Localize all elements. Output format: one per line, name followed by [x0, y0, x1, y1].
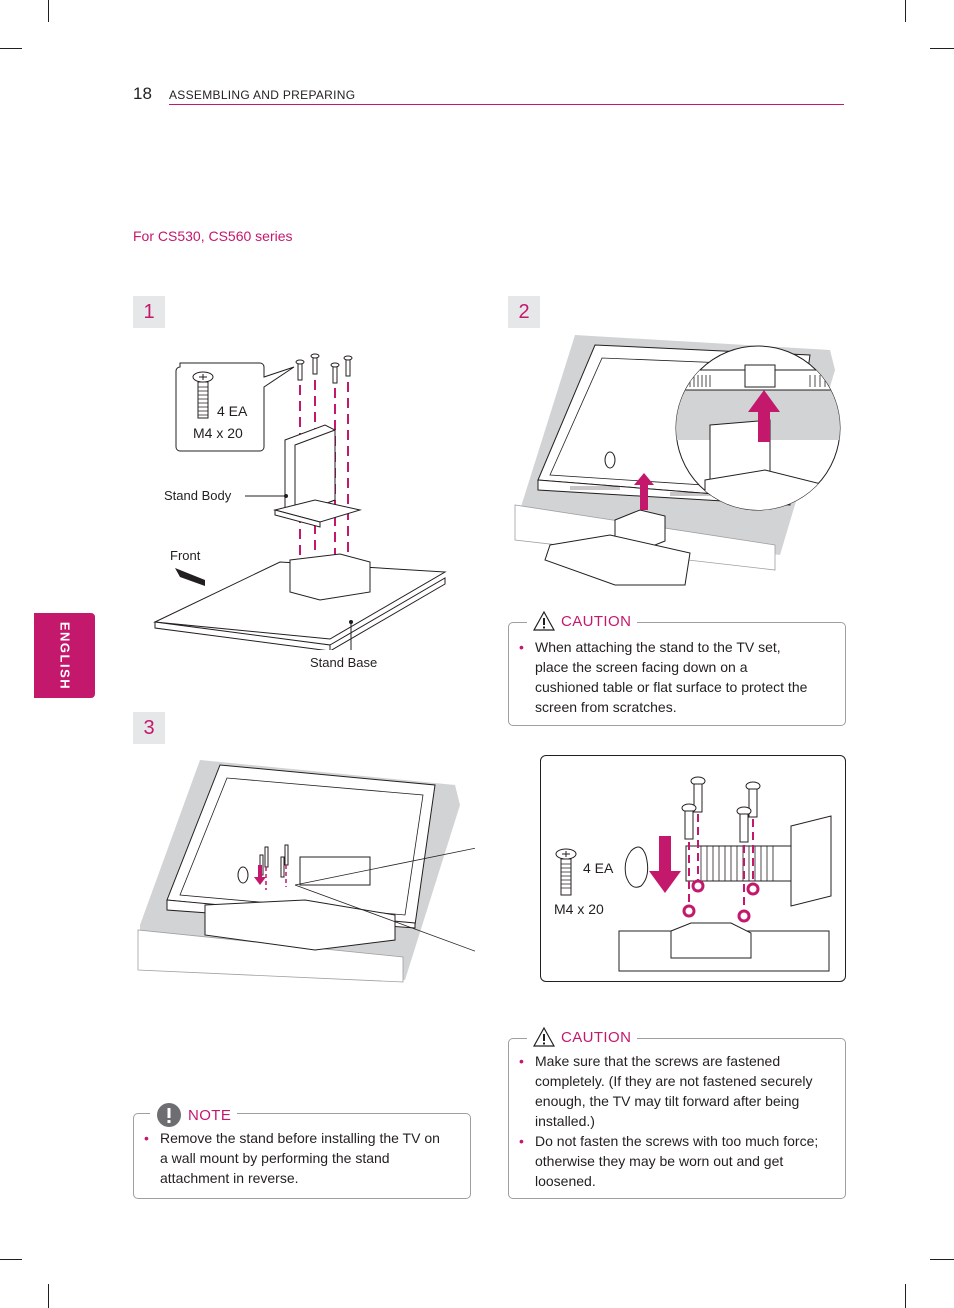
section-title: ASSEMBLING AND PREPARING — [169, 88, 356, 102]
step1-screw-qty: 4 EA — [217, 403, 248, 419]
step3-tv-screws-illustration — [137, 760, 475, 983]
caution-header: CAUTION — [527, 1027, 638, 1047]
step-number-3: 3 — [133, 712, 165, 744]
step3-screw-qty: 4 EA — [583, 860, 614, 876]
step-number-2: 2 — [508, 296, 540, 328]
stand-base-label: Stand Base — [310, 655, 378, 670]
language-tab: ENGLISH — [34, 613, 95, 698]
crop-mark — [905, 1284, 906, 1308]
step1-stand-illustration — [153, 353, 447, 650]
step3-zoom-detail — [540, 755, 846, 982]
caution-item: When attaching the stand to the TV set, … — [519, 637, 809, 717]
crop-mark — [48, 0, 49, 22]
page-number: 18 — [133, 84, 152, 103]
caution-box-2: CAUTION Make sure that the screws are fa… — [508, 1027, 846, 1199]
note-header: NOTE — [150, 1102, 238, 1128]
language-label: ENGLISH — [57, 621, 72, 690]
header-rule — [169, 104, 844, 105]
caution-title: CAUTION — [561, 612, 632, 630]
screw-icon — [555, 848, 577, 896]
caution-item: Do not fasten the screws with too much f… — [519, 1131, 819, 1191]
step-number-1: 1 — [133, 296, 165, 328]
warning-triangle-icon — [533, 1027, 555, 1047]
front-label: Front — [170, 548, 201, 563]
crop-mark — [930, 1259, 954, 1260]
crop-mark — [905, 0, 906, 22]
crop-mark — [930, 48, 954, 49]
caution-title: CAUTION — [561, 1028, 632, 1046]
caution-item: Make sure that the screws are fastened c… — [519, 1051, 819, 1131]
exclamation-circle-icon — [157, 1103, 181, 1127]
series-note: For CS530, CS560 series — [133, 228, 293, 244]
crop-mark — [0, 48, 22, 49]
warning-triangle-icon — [533, 611, 555, 631]
note-title: NOTE — [188, 1106, 232, 1124]
step3-screw-size: M4 x 20 — [554, 901, 604, 917]
step2-tv-facedown-illustration — [514, 335, 841, 586]
crop-mark — [48, 1284, 49, 1308]
caution-box-1: CAUTION When attaching the stand to the … — [508, 611, 846, 726]
note-item: Remove the stand before installing the T… — [144, 1128, 444, 1188]
crop-mark — [0, 1259, 22, 1260]
step1-screw-size: M4 x 20 — [193, 425, 243, 441]
caution-header: CAUTION — [527, 611, 638, 631]
screw-icon — [192, 371, 214, 419]
note-box: NOTE Remove the stand before installing … — [133, 1102, 471, 1199]
stand-body-label: Stand Body — [164, 488, 232, 503]
zoom-screws-illustration — [555, 776, 832, 972]
